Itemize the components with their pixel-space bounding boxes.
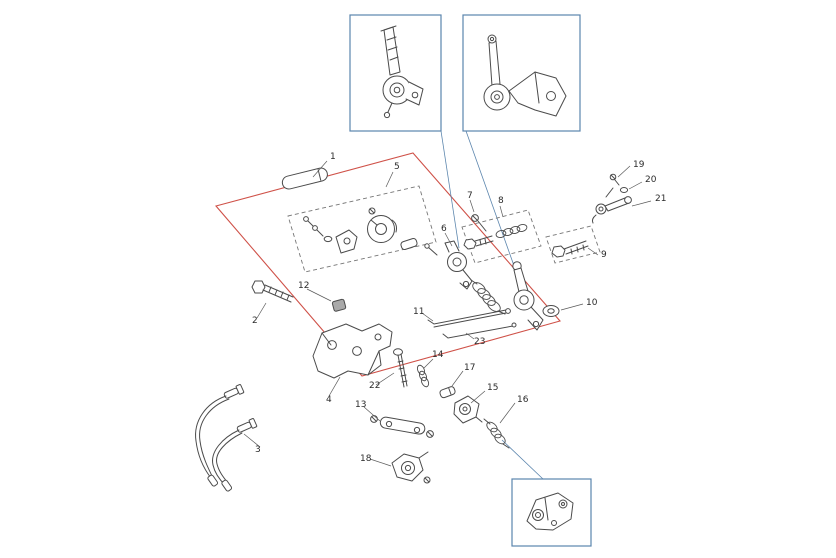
dashed-group-b (461, 209, 542, 264)
callout-a-part-detail (380, 25, 424, 119)
part-label-22: 22 (369, 381, 380, 391)
part-label-9: 9 (601, 250, 607, 260)
part-link-pin (424, 243, 438, 256)
part-throttle-cables (195, 384, 258, 492)
callout-b-part-detail (483, 34, 567, 117)
callout-label-21: 21 (631, 194, 666, 207)
part-washer (619, 187, 629, 193)
callout-label-5: 5 (385, 162, 400, 188)
part-adjuster-screw (471, 214, 487, 232)
part-label-5: 5 (394, 162, 400, 172)
part-throttle-spring (416, 364, 430, 388)
callout-label-20: 20 (628, 175, 657, 190)
part-collar (439, 386, 456, 399)
part-connecting-rod (427, 308, 511, 328)
part-hex-bolt (251, 280, 294, 303)
part-label-1: 1 (330, 152, 336, 162)
callout-label-3: 3 (243, 433, 261, 455)
callout-label-14: 14 (423, 350, 444, 369)
part-label-6: 6 (441, 224, 447, 234)
callout-c-part-detail (526, 492, 574, 531)
part-label-7: 7 (467, 191, 473, 201)
callout-label-15: 15 (470, 383, 498, 404)
part-label-20: 20 (645, 175, 657, 185)
callout-label-17: 17 (451, 363, 475, 387)
part-mounting-bracket (312, 323, 393, 379)
callout-label-9: 9 (587, 247, 607, 260)
callout-label-18: 18 (360, 454, 392, 467)
part-lever-plate (370, 415, 434, 438)
part-label-21: 21 (655, 194, 666, 204)
dashed-group-a (287, 185, 437, 273)
part-link-rod (442, 322, 517, 339)
part-label-18: 18 (360, 454, 372, 464)
part-adjusting-screw (393, 348, 408, 388)
callout-label-8: 8 (498, 196, 504, 218)
callout-label-10: 10 (560, 298, 598, 311)
part-coil-spring (483, 418, 510, 449)
part-label-19: 19 (633, 160, 645, 170)
dashed-group-c (545, 225, 601, 264)
part-label-14: 14 (432, 350, 444, 360)
part-label-13: 13 (355, 400, 366, 410)
callout-label-2: 2 (252, 302, 267, 326)
callout-label-12: 12 (298, 281, 332, 302)
part-relay-lever (444, 240, 473, 290)
part-label-17: 17 (464, 363, 475, 373)
part-bell-crank-lever (512, 261, 544, 331)
callout-box-a (349, 14, 442, 132)
callout-box-c (511, 478, 592, 547)
callout-label-19: 19 (617, 160, 645, 178)
part-pivot-bolt (551, 240, 589, 258)
callout-label-13: 13 (355, 400, 381, 422)
part-label-23: 23 (474, 337, 485, 347)
section-plane-outline (215, 152, 561, 377)
part-dust-seal (542, 305, 560, 317)
part-label-4: 4 (326, 395, 332, 405)
callout-label-6: 6 (441, 224, 453, 247)
part-bolt-and-spring (463, 224, 528, 250)
part-cam-lever (453, 395, 483, 424)
part-stopper-bracket (391, 451, 431, 484)
part-pivot-pin (281, 167, 328, 190)
part-label-11: 11 (413, 307, 424, 317)
callout-label-16: 16 (499, 395, 529, 424)
part-clamp-screw (609, 173, 620, 186)
callout-label-4: 4 (326, 376, 341, 405)
callout-label-23: 23 (465, 332, 485, 347)
part-spacer-sleeve (400, 238, 418, 250)
callout-label-7: 7 (467, 191, 475, 213)
part-throttle-drum (367, 207, 397, 243)
part-label-12: 12 (298, 281, 309, 291)
part-return-spring (470, 279, 506, 315)
part-label-10: 10 (586, 298, 598, 308)
part-cable-bracket (335, 229, 358, 254)
callout-box-b (462, 14, 581, 132)
part-label-16: 16 (517, 395, 529, 405)
part-screws-and-washer (303, 216, 333, 243)
part-label-15: 15 (487, 383, 498, 393)
part-label-3: 3 (255, 445, 261, 455)
part-rubber-damper (331, 298, 347, 312)
callout-label-11: 11 (413, 307, 434, 322)
part-label-8: 8 (498, 196, 504, 206)
part-choke-lever (591, 187, 632, 224)
part-label-2: 2 (252, 316, 258, 326)
callout-label-1: 1 (312, 152, 336, 178)
callout-label-22: 22 (369, 372, 395, 391)
